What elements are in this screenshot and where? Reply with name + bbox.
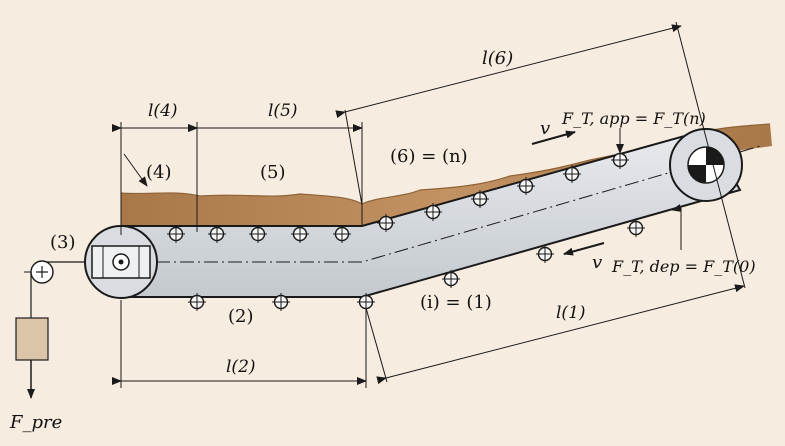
label-segment-4: (4) (146, 162, 172, 183)
tail-pulley-icon (84, 225, 158, 299)
label-l1: l(1) (556, 303, 586, 323)
label-force-departing: F_T, dep = F_T(0) (611, 257, 756, 276)
counterweight-icon (15, 260, 86, 399)
quartered-disc-icon (669, 128, 743, 202)
label-segment-6: (6) = (n) (390, 146, 468, 167)
label-segment-3: (3) (50, 232, 76, 253)
label-l2: l(2) (226, 357, 256, 377)
label-l4: l(4) (148, 101, 178, 121)
bulk-material (121, 124, 772, 234)
belt-centerline (60, 145, 761, 263)
dimension-lines (112, 21, 746, 388)
label-l5: l(5) (268, 101, 298, 121)
label-force-applied: F_T, app = F_T(n) (561, 109, 706, 128)
label-preload-force: F_pre (9, 412, 62, 433)
label-velocity-top: v (540, 118, 550, 139)
label-velocity-bottom: v (592, 252, 602, 273)
label-l6: l(6) (482, 48, 513, 69)
label-segment-5: (5) (260, 162, 286, 183)
label-segment-i: (i) = (1) (420, 292, 492, 313)
label-segment-2: (2) (228, 306, 254, 327)
